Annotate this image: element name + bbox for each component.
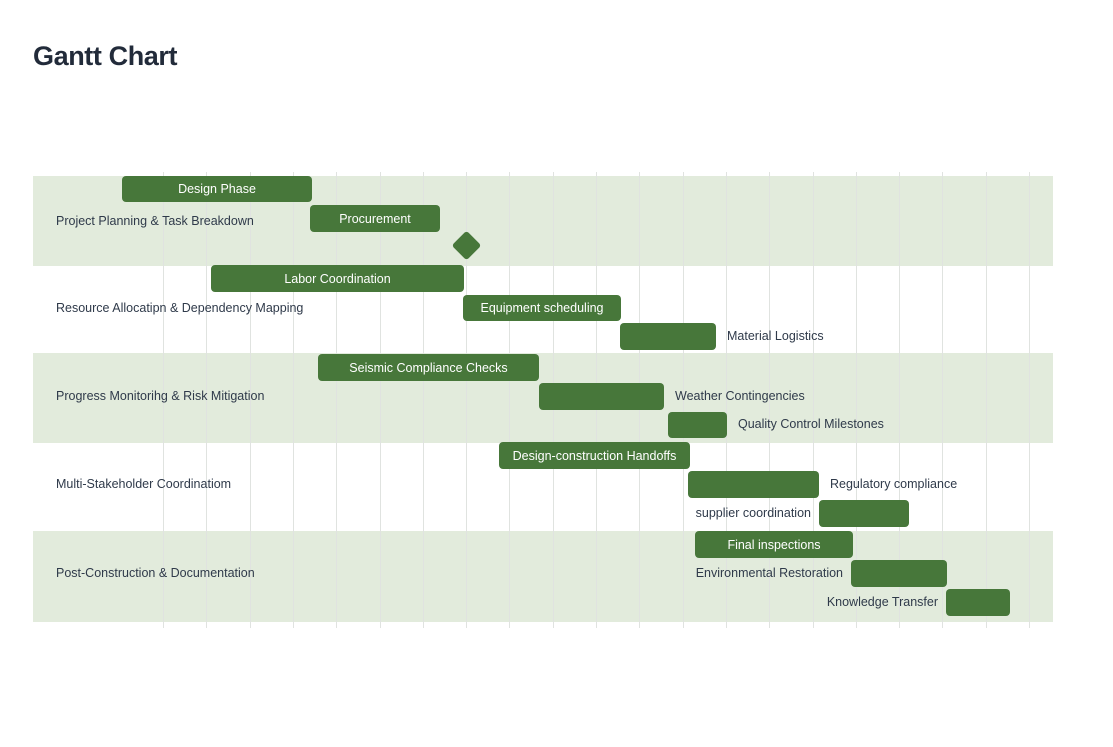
gantt-bar[interactable] bbox=[851, 560, 947, 587]
gridline bbox=[466, 172, 467, 628]
gantt-bar-label: supplier coordination bbox=[695, 505, 811, 520]
gridline bbox=[899, 172, 900, 628]
gantt-bar[interactable]: Design Phase bbox=[122, 176, 312, 202]
gantt-bar[interactable] bbox=[819, 500, 909, 527]
gridline bbox=[509, 172, 510, 628]
row-label: Project Planning & Task Breakdown bbox=[56, 214, 254, 228]
gantt-bar-label: Design Phase bbox=[178, 182, 256, 196]
gantt-bar[interactable]: Seismic Compliance Checks bbox=[318, 354, 539, 381]
row-label: Multi-Stakeholder Coordinatiom bbox=[56, 477, 232, 491]
gantt-bar-label: Regulatory compliance bbox=[830, 476, 958, 491]
gantt-bar-label: Material Logistics bbox=[727, 328, 824, 343]
gantt-bar-label: Environmental Restoration bbox=[695, 565, 843, 580]
gantt-bar[interactable] bbox=[688, 471, 819, 498]
page-title: Gantt Chart bbox=[33, 41, 178, 71]
row-label: Resource Allocatipn & Dependency Mapping bbox=[56, 301, 304, 315]
gantt-bar[interactable]: Equipment scheduling bbox=[463, 295, 621, 321]
gridline bbox=[856, 172, 857, 628]
row-label: Progress Monitorihg & Risk Mitigation bbox=[56, 389, 265, 403]
gantt-bar[interactable]: Final inspections bbox=[695, 531, 853, 558]
gantt-chart: Project Planning & Task Breakdown Design … bbox=[33, 172, 1053, 628]
gantt-bar-label: Labor Coordination bbox=[284, 271, 391, 286]
gantt-bar[interactable]: Procurement bbox=[310, 205, 440, 232]
gantt-bar[interactable] bbox=[946, 589, 1010, 616]
gridline bbox=[769, 172, 770, 628]
gantt-bar-label: Knowledge Transfer bbox=[826, 594, 938, 609]
gridline bbox=[250, 172, 251, 628]
gridline bbox=[423, 172, 424, 628]
gridline bbox=[942, 172, 943, 628]
gantt-bar-label: Design-construction Handoffs bbox=[512, 448, 677, 463]
gantt-bar-label: Quality Control Milestones bbox=[738, 417, 884, 431]
gantt-bar[interactable] bbox=[668, 412, 727, 438]
gridline bbox=[726, 172, 727, 628]
gantt-bar[interactable] bbox=[620, 323, 716, 350]
gantt-bar-label: Procurement bbox=[339, 211, 411, 226]
gridline bbox=[380, 172, 381, 628]
row-label: Post-Construction & Documentation bbox=[56, 566, 255, 580]
gantt-bar-label: Seismic Compliance Checks bbox=[349, 360, 508, 375]
gridline bbox=[1029, 172, 1030, 628]
gridline bbox=[683, 172, 684, 628]
gridline bbox=[163, 172, 164, 628]
gantt-bar-label: Weather Contingencies bbox=[675, 388, 805, 403]
gridline bbox=[293, 172, 294, 628]
gridline bbox=[336, 172, 337, 628]
gridline bbox=[813, 172, 814, 628]
gantt-bar[interactable] bbox=[539, 383, 664, 410]
gridline bbox=[986, 172, 987, 628]
gantt-bar[interactable]: Labor Coordination bbox=[211, 265, 464, 292]
gantt-bar-label: Final inspections bbox=[727, 537, 821, 552]
gridline bbox=[206, 172, 207, 628]
gantt-bar[interactable]: Design-construction Handoffs bbox=[499, 442, 690, 469]
gantt-bar-label: Equipment scheduling bbox=[480, 301, 604, 315]
